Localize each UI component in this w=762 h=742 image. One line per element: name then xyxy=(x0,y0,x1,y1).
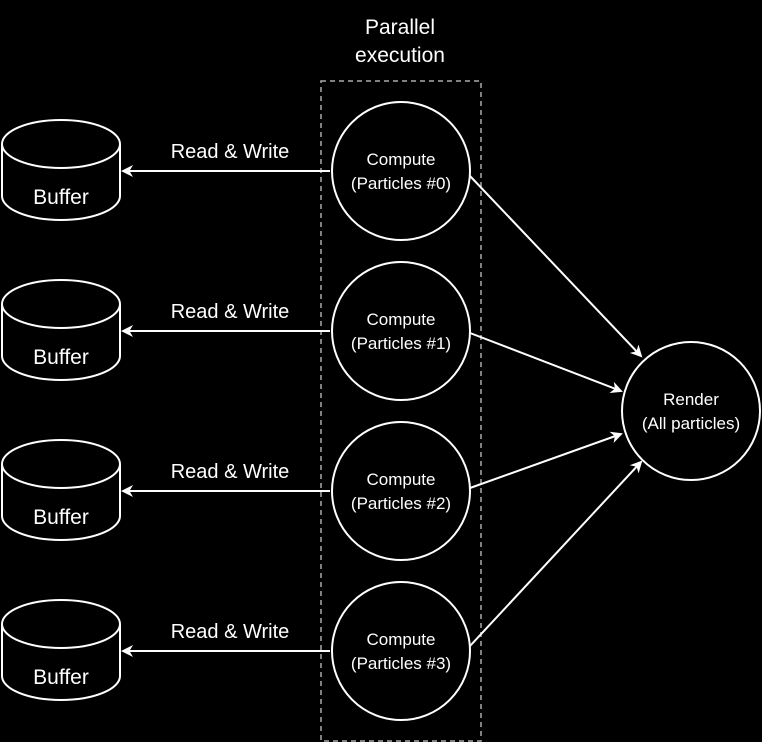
compute-label-line-1: Compute xyxy=(367,150,436,169)
parallel-group-title-line-1: Parallel xyxy=(365,16,435,39)
compute-label-line-1: Compute xyxy=(367,630,436,649)
compute-label-line-2: (Particles #3) xyxy=(351,654,451,673)
compute-label-line-2: (Particles #1) xyxy=(351,334,451,353)
buffer-label: Buffer xyxy=(33,346,89,369)
parallel-group-title-line-2: execution xyxy=(355,44,445,67)
buffer-node-2: Buffer xyxy=(1,439,121,541)
read-write-label-2: Read & Write xyxy=(171,461,290,483)
read-write-label-0: Read & Write xyxy=(171,141,290,163)
compute-to-render-edge-2 xyxy=(469,431,623,489)
render-label-line-1: Render xyxy=(663,390,719,409)
row-2: Buffer Read & Write Compute (Particles #… xyxy=(1,421,623,561)
compute-node-1: Compute (Particles #1) xyxy=(331,261,471,401)
buffer-node-0: Buffer xyxy=(1,119,121,221)
compute-to-render-edge-0 xyxy=(469,175,643,358)
buffer-node-1: Buffer xyxy=(1,279,121,381)
compute-to-render-edge-1 xyxy=(469,332,623,394)
buffer-node-3: Buffer xyxy=(1,599,121,701)
row-1: Buffer Read & Write Compute (Particles #… xyxy=(1,261,623,401)
row-3: Buffer Read & Write Compute (Particles #… xyxy=(1,460,643,721)
buffer-label: Buffer xyxy=(33,666,89,689)
parallel-execution-group: Parallel execution xyxy=(320,16,482,742)
render-label-line-2: (All particles) xyxy=(642,414,740,433)
buffer-label: Buffer xyxy=(33,186,89,209)
compute-label-line-1: Compute xyxy=(367,470,436,489)
compute-label-line-2: (Particles #2) xyxy=(351,494,451,513)
compute-label-line-2: (Particles #0) xyxy=(351,174,451,193)
compute-node-3: Compute (Particles #3) xyxy=(331,581,471,721)
compute-node-2: Compute (Particles #2) xyxy=(331,421,471,561)
read-write-label-1: Read & Write xyxy=(171,301,290,323)
parallel-group-border xyxy=(320,80,482,742)
compute-node-0: Compute (Particles #0) xyxy=(331,101,471,241)
compute-label-line-1: Compute xyxy=(367,310,436,329)
buffer-label: Buffer xyxy=(33,506,89,529)
render-node: Render (All particles) xyxy=(621,341,761,481)
read-write-label-3: Read & Write xyxy=(171,621,290,643)
row-0: Buffer Read & Write Compute (Particles #… xyxy=(1,101,643,358)
compute-to-render-edge-3 xyxy=(469,460,643,647)
